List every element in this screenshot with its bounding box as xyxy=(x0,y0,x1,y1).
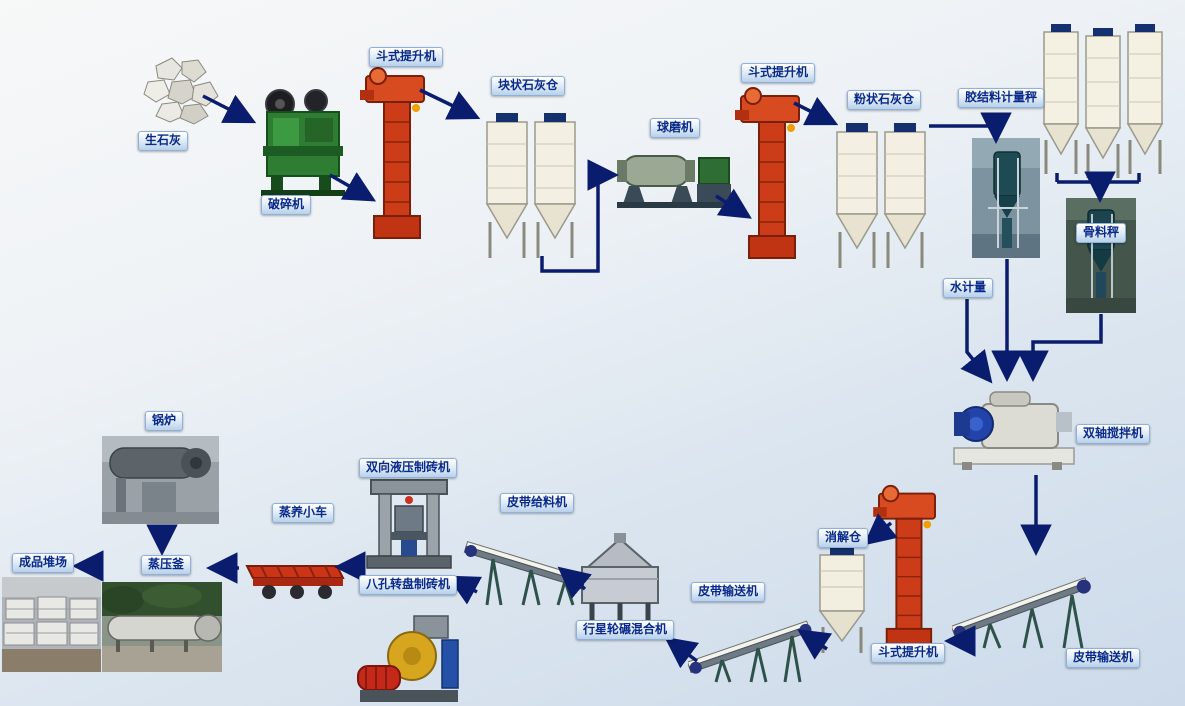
ball-mill-graphic xyxy=(617,155,735,208)
ball-mill-image xyxy=(615,138,739,214)
aggregate-scale-image xyxy=(1066,198,1136,313)
slaking-silo-graphic xyxy=(818,547,866,653)
label-rotary-brick-press: 八孔转盘制砖机 xyxy=(358,575,458,595)
jaw-crusher-graphic xyxy=(261,89,345,196)
twin-silo-graphic xyxy=(485,111,577,260)
label-autoclave: 蒸压釜 xyxy=(140,555,192,575)
label-aggregate-scale: 骨料秤 xyxy=(1075,223,1127,243)
label-belt-feeder: 皮带给料机 xyxy=(499,493,575,513)
label-bucket-elevator-3: 斗式提升机 xyxy=(870,643,946,663)
twin-silo-graphic xyxy=(835,121,927,270)
steam-cart-graphic xyxy=(245,565,345,599)
label-binder-scale: 胶结料计量秤 xyxy=(957,88,1045,108)
arrow-water-to-mixer xyxy=(960,299,993,384)
label-bucket-elevator-1: 斗式提升机 xyxy=(368,47,444,67)
bucket-elevator-1-image xyxy=(358,64,432,242)
quicklime-image xyxy=(138,52,226,130)
label-water-meter: 水计量 xyxy=(942,278,994,298)
aggregate-scale-photo-graphic xyxy=(1066,198,1136,313)
autoclave-image xyxy=(102,582,222,672)
belt-conveyor-graphic xyxy=(952,577,1091,649)
bucket-elevator-graphic xyxy=(735,87,800,259)
label-boiler: 锅炉 xyxy=(144,411,184,431)
arrow-powder-silo-to-binder-scale xyxy=(929,112,1012,144)
twin-shaft-mixer-graphic xyxy=(953,391,1075,470)
powder-lime-silo-image xyxy=(832,120,930,275)
boiler-photo-graphic xyxy=(102,436,219,524)
triple-silo-graphic xyxy=(1042,22,1164,180)
label-block-lime-silo: 块状石灰仓 xyxy=(490,76,566,96)
rotary-press-graphic xyxy=(357,615,459,702)
belt-feeder-graphic xyxy=(463,540,585,606)
slaking-silo-image xyxy=(810,545,874,657)
bucket-elevator-3-image xyxy=(868,482,946,654)
product-yard-photo-graphic xyxy=(2,577,101,672)
bucket-elevator-graphic xyxy=(873,484,936,652)
label-planetary-mixer: 行星轮碾混合机 xyxy=(575,620,675,640)
hydraulic-brick-press-image xyxy=(361,476,459,574)
storage-silos-image xyxy=(1038,22,1166,180)
autoclave-photo-graphic xyxy=(102,582,222,672)
label-belt-conveyor-1: 皮带输送机 xyxy=(1065,648,1141,668)
belt-conveyor-2-image xyxy=(688,598,823,686)
label-quicklime: 生石灰 xyxy=(137,131,189,151)
label-hydraulic-brick-press: 双向液压制砖机 xyxy=(358,458,458,478)
quicklime-rocks-graphic xyxy=(143,57,219,125)
bucket-elevator-2-image xyxy=(733,84,807,262)
label-bucket-elevator-2: 斗式提升机 xyxy=(740,63,816,83)
steam-cart-image xyxy=(241,548,349,604)
twin-shaft-mixer-image xyxy=(948,382,1080,474)
binder-scale-photo-graphic xyxy=(972,138,1040,258)
product-yard-image xyxy=(2,577,101,672)
label-belt-conveyor-2: 皮带输送机 xyxy=(690,582,766,602)
hydraulic-press-graphic xyxy=(366,479,452,569)
label-twin-shaft-mixer: 双轴搅拌机 xyxy=(1075,424,1151,444)
binder-scale-image xyxy=(972,138,1040,258)
crusher-image xyxy=(253,88,351,198)
label-steam-cart: 蒸养小车 xyxy=(271,503,335,523)
bucket-elevator-graphic xyxy=(360,67,425,239)
rotary-brick-press-image xyxy=(356,610,464,706)
label-product-yard: 成品堆场 xyxy=(11,553,75,573)
belt-conveyor-graphic xyxy=(688,620,812,683)
block-lime-silo-image xyxy=(482,110,580,265)
belt-conveyor-1-image xyxy=(952,552,1104,652)
arrow-aggregate-scale-to-mixer xyxy=(1017,314,1103,382)
boiler-image xyxy=(102,436,219,524)
label-powder-lime-silo: 粉状石灰仓 xyxy=(846,90,922,110)
label-crusher: 破碎机 xyxy=(260,195,312,215)
belt-feeder-image xyxy=(463,513,595,613)
label-slaking-silo: 消解仓 xyxy=(817,528,869,548)
label-ball-mill: 球磨机 xyxy=(649,118,701,138)
